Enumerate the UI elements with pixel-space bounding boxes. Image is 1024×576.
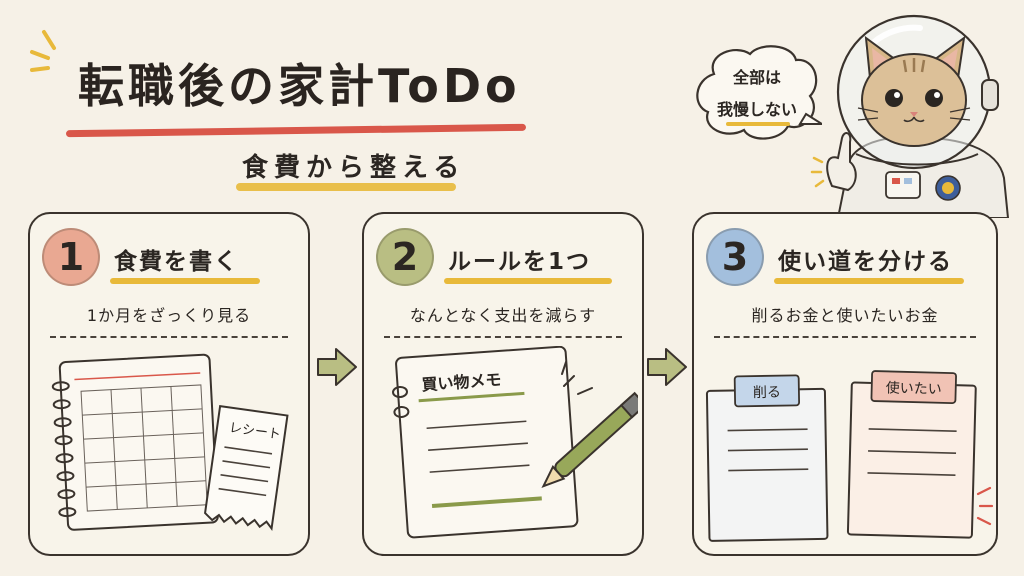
step-subtitle-2: なんとなく支出を減らす xyxy=(409,306,597,325)
page-subtitle: 食費から整える xyxy=(242,153,466,183)
dashed-divider xyxy=(714,336,976,338)
speech-text: 全部は 我慢しない xyxy=(692,62,822,126)
step-subtitle-3: 削るお金と使いたいお金 xyxy=(751,306,939,325)
dashed-divider xyxy=(50,336,288,338)
tag-cut-label: 削る xyxy=(753,385,781,401)
step-title-underline-3 xyxy=(774,278,964,284)
step-title-underline-1 xyxy=(110,278,260,284)
speech-line-2: 我慢しない xyxy=(716,100,797,119)
step-card-2: 2 ルールを1つ なんとなく支出を減らす 買い物メモ xyxy=(362,212,644,556)
notebook-receipt-illustration: レシート xyxy=(51,353,289,531)
dashed-divider xyxy=(384,336,622,338)
step-number-1: 1 xyxy=(42,228,100,286)
speech-line-1: 全部は xyxy=(732,68,781,87)
step-number-2: 2 xyxy=(376,228,434,286)
step-card-1: 1 食費を書く 1か月をざっくり見る レシート xyxy=(28,212,310,556)
cat-astronaut-illustration xyxy=(810,14,1010,218)
step-card-3: 3 使い道を分ける 削るお金と使いたいお金 削る 使いたい xyxy=(692,212,998,556)
speech-underline xyxy=(726,122,790,126)
step-title-3: 使い道を分ける xyxy=(778,249,953,275)
memo-pen-illustration: 買い物メモ xyxy=(392,346,638,539)
cloud-bubble-shape xyxy=(696,45,826,140)
sparkle-icon xyxy=(30,30,56,72)
subtitle-underline xyxy=(236,183,456,191)
speech-bubble: 全部は 我慢しない xyxy=(692,40,826,152)
step-title-1: 食費を書く xyxy=(114,249,239,275)
page-title: 転職後の家計ToDo xyxy=(78,59,521,113)
step-title-2: ルールを1つ xyxy=(448,249,592,275)
arrow-right-icon xyxy=(317,348,357,386)
tag-want-label: 使いたい xyxy=(886,379,942,397)
step-subtitle-1: 1か月をざっくり見る xyxy=(86,306,252,325)
title-underline xyxy=(65,123,527,138)
step-title-underline-2 xyxy=(444,278,612,284)
step-number-3: 3 xyxy=(706,228,764,286)
two-cards-illustration: 削る 使いたい xyxy=(705,370,994,542)
receipt-label: レシート xyxy=(228,421,282,443)
arrow-right-icon xyxy=(647,348,687,386)
